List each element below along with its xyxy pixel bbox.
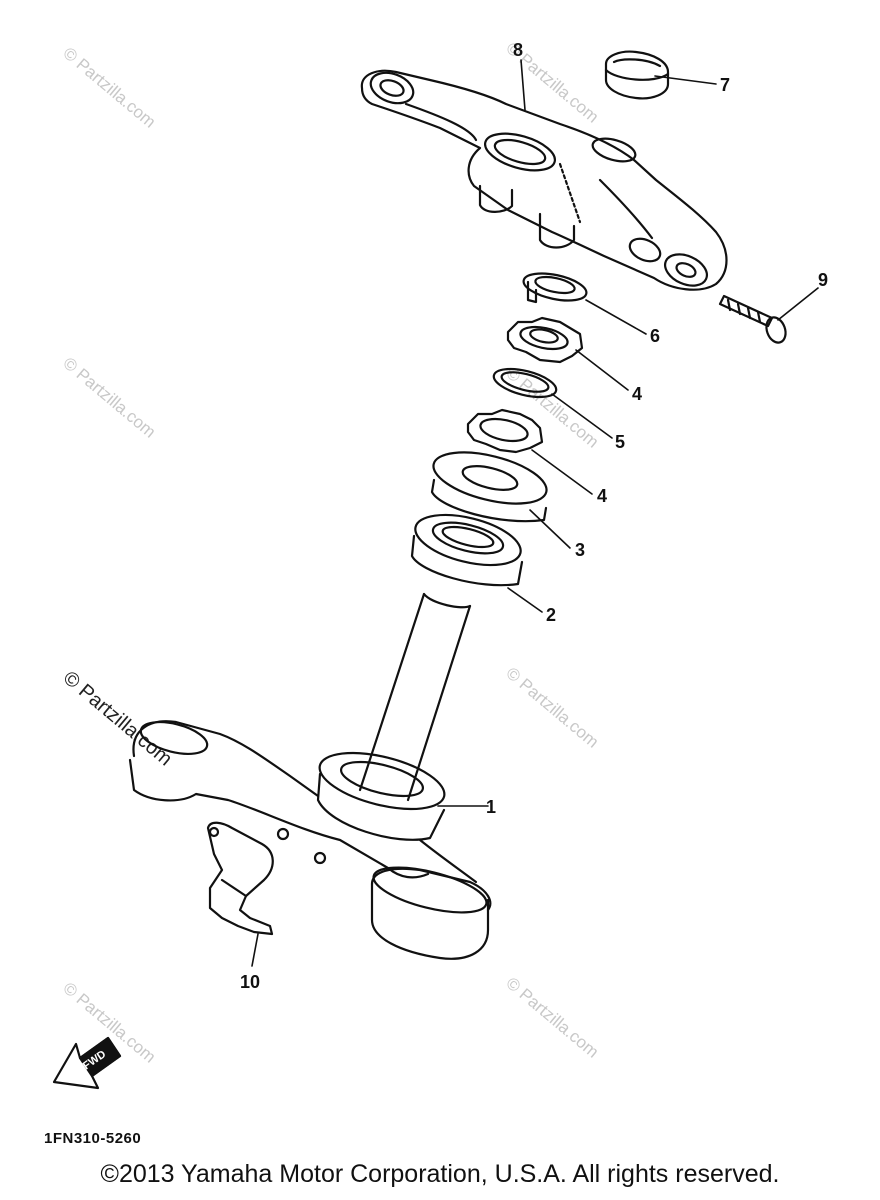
diagram-code: 1FN310-5260 xyxy=(44,1130,142,1147)
watermark: © Partzilla.com xyxy=(59,667,176,770)
callout-7: 7 xyxy=(720,75,730,95)
upper-bearing-part xyxy=(410,513,524,587)
callout-10: 10 xyxy=(240,972,260,992)
leader-lines xyxy=(251,59,819,967)
forward-arrow-icon: FWD xyxy=(52,1036,122,1090)
callout-9: 9 xyxy=(818,270,828,290)
steering-stem-part xyxy=(358,592,472,802)
watermark: © Partzilla.com xyxy=(59,44,159,132)
watermark: © Partzilla.com xyxy=(502,364,602,452)
upper-bracket-part xyxy=(360,69,728,291)
callout-3: 3 xyxy=(575,540,585,560)
rubber-washer-part xyxy=(492,367,558,399)
ring-nut-lower-part xyxy=(466,408,544,454)
watermark: © Partzilla.com xyxy=(502,664,602,752)
callout-1: 1 xyxy=(486,797,496,817)
callout-6: 6 xyxy=(650,326,660,346)
ring-nut-upper-part xyxy=(506,316,584,364)
copyright-notice: ©2013 Yamaha Motor Corporation, U.S.A. A… xyxy=(100,1160,780,1188)
callouts: 8 7 9 6 4 5 4 3 2 1 10 xyxy=(240,40,828,992)
lock-washer-part xyxy=(522,272,588,304)
bearing-cover-part xyxy=(430,451,548,523)
cap-nut-part xyxy=(604,50,670,100)
callout-4-lower: 4 xyxy=(597,486,607,506)
watermark: © Partzilla.com xyxy=(502,974,602,1062)
callout-2: 2 xyxy=(546,605,556,625)
callout-5: 5 xyxy=(615,432,625,452)
callout-4-upper: 4 xyxy=(632,384,642,404)
stopper-plate-part xyxy=(206,821,274,936)
under-bracket-part xyxy=(128,720,492,960)
bolt-part xyxy=(718,294,787,344)
watermark: © Partzilla.com xyxy=(59,354,159,442)
callout-8: 8 xyxy=(513,40,523,60)
lower-bearing-part xyxy=(316,751,446,841)
